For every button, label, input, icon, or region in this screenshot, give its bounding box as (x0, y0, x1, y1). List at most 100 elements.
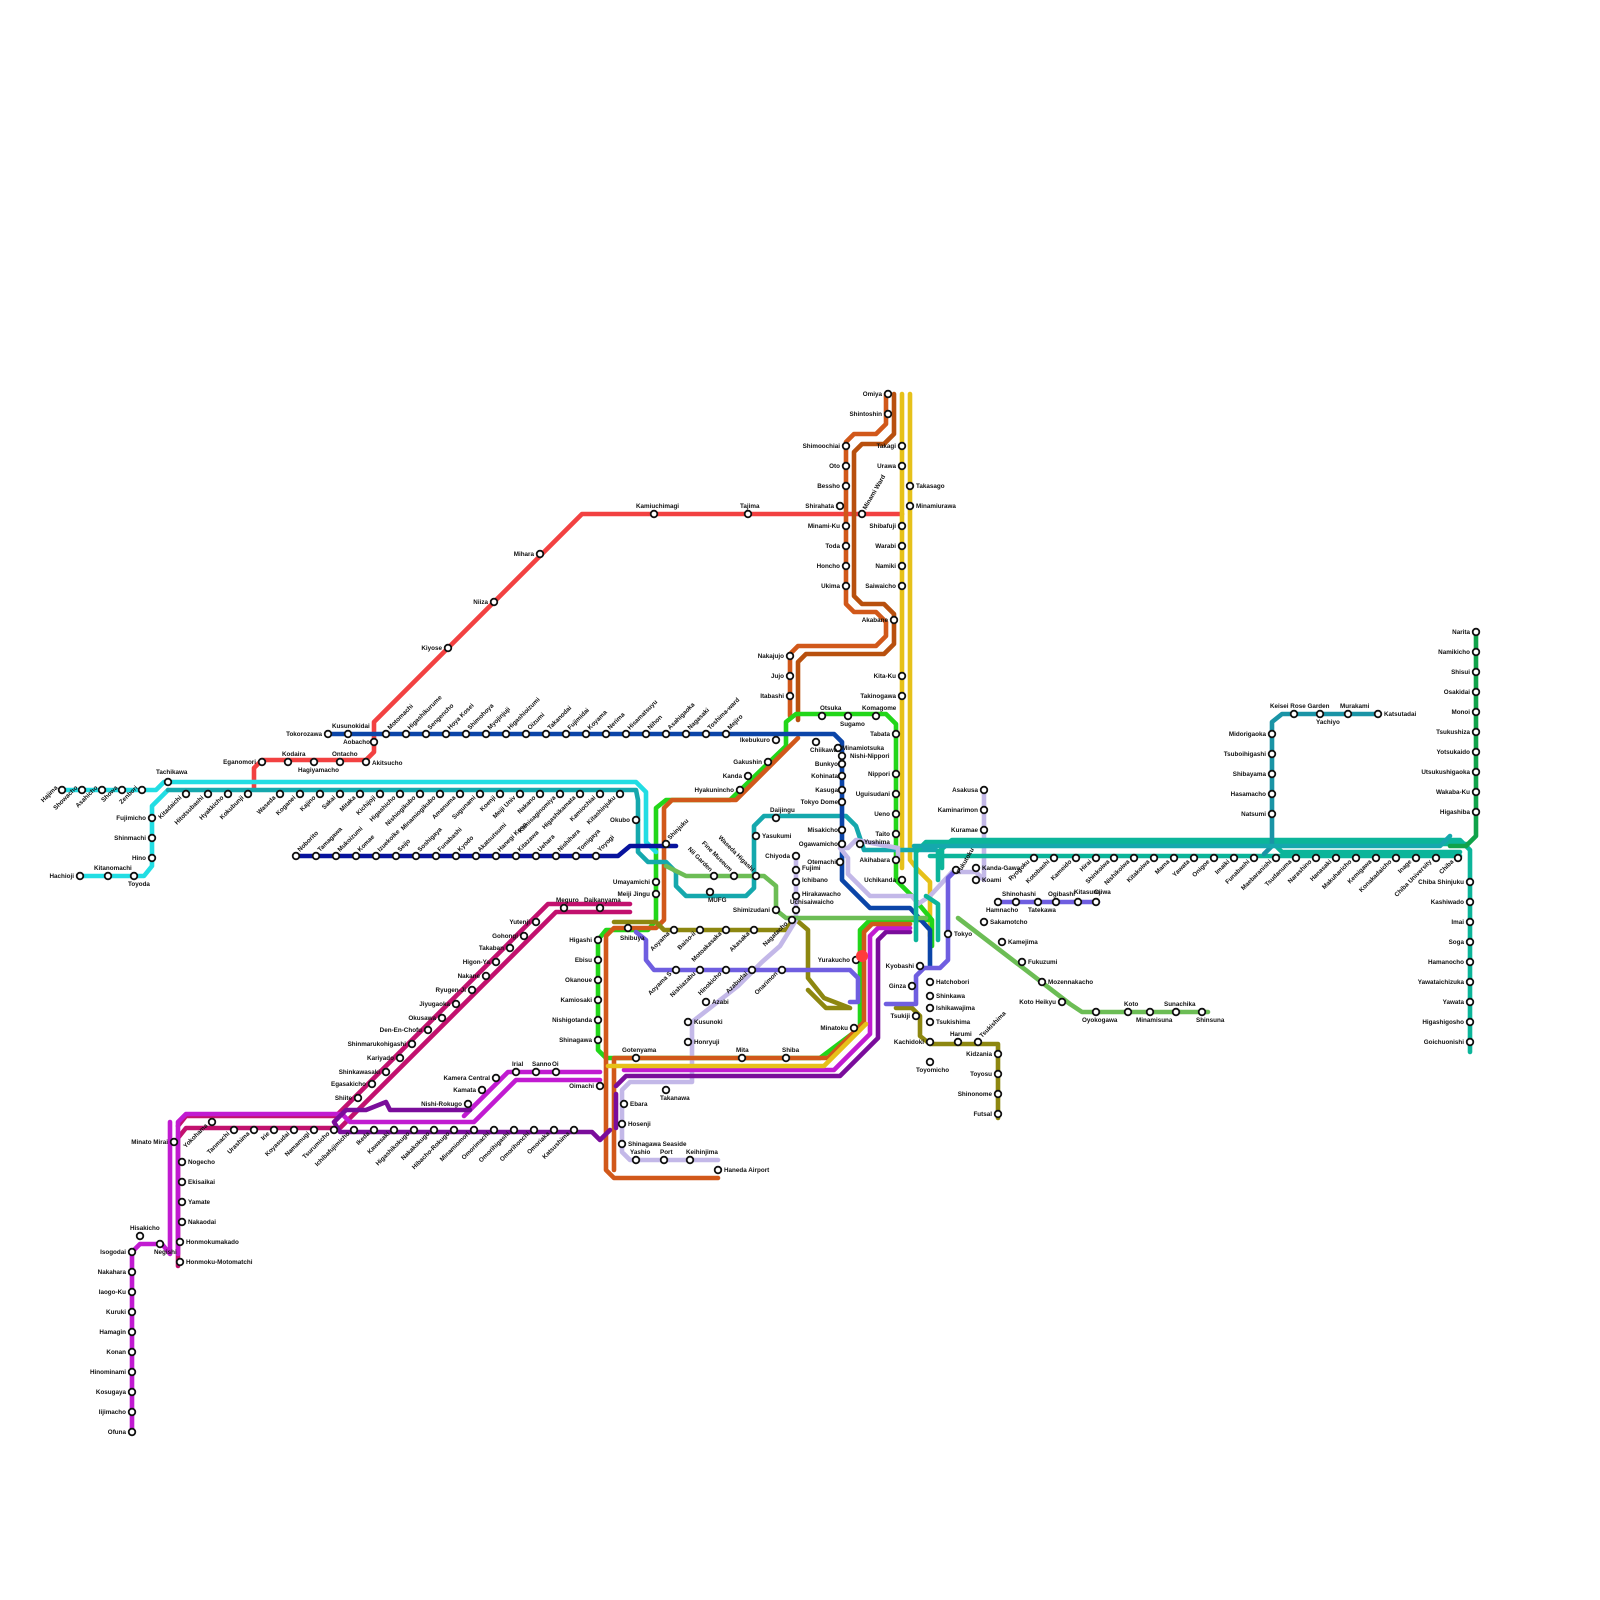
station-marker[interactable] (331, 851, 341, 861)
station-marker[interactable] (837, 751, 847, 761)
station-marker[interactable] (559, 903, 569, 913)
station-marker[interactable] (147, 853, 157, 863)
station-marker[interactable] (747, 965, 757, 975)
station-marker[interactable] (155, 1239, 165, 1249)
station-marker[interactable] (1197, 1007, 1207, 1017)
station-marker[interactable] (721, 925, 731, 935)
station-marker[interactable] (551, 1067, 561, 1077)
station-marker[interactable] (531, 851, 541, 861)
station-marker[interactable] (993, 1069, 1003, 1079)
station-marker[interactable] (1471, 647, 1481, 657)
station-marker[interactable] (77, 785, 87, 795)
station-marker[interactable] (371, 851, 381, 861)
station-marker[interactable] (471, 851, 481, 861)
station-marker[interactable] (1431, 853, 1441, 863)
station-marker[interactable] (1071, 853, 1081, 863)
station-marker[interactable] (1149, 853, 1159, 863)
station-marker[interactable] (223, 789, 233, 799)
station-marker[interactable] (1311, 853, 1321, 863)
station-marker[interactable] (891, 789, 901, 799)
station-marker[interactable] (1017, 957, 1027, 967)
station-marker[interactable] (1471, 707, 1481, 717)
station-marker[interactable] (535, 789, 545, 799)
station-marker[interactable] (1129, 853, 1139, 863)
station-marker[interactable] (103, 871, 113, 881)
station-marker[interactable] (343, 729, 353, 739)
station-marker[interactable] (481, 971, 491, 981)
station-marker[interactable] (997, 937, 1007, 947)
station-marker[interactable] (681, 729, 691, 739)
station-marker[interactable] (695, 965, 705, 975)
station-marker[interactable] (1343, 709, 1353, 719)
station-marker[interactable] (891, 855, 901, 865)
station-marker[interactable] (771, 905, 781, 915)
station-marker[interactable] (1315, 709, 1325, 719)
station-marker[interactable] (177, 1157, 187, 1167)
station-marker[interactable] (1465, 1017, 1475, 1027)
station-marker[interactable] (897, 441, 907, 451)
station-marker[interactable] (621, 729, 631, 739)
station-marker[interactable] (737, 1053, 747, 1063)
station-marker[interactable] (75, 871, 85, 881)
station-marker[interactable] (897, 541, 907, 551)
station-marker[interactable] (1073, 897, 1083, 907)
station-marker[interactable] (147, 833, 157, 843)
station-marker[interactable] (787, 915, 797, 925)
station-marker[interactable] (671, 965, 681, 975)
station-marker[interactable] (127, 1387, 137, 1397)
station-marker[interactable] (469, 1125, 479, 1135)
station-marker[interactable] (891, 769, 901, 779)
station-marker[interactable] (127, 1267, 137, 1277)
station-marker[interactable] (1465, 997, 1475, 1007)
station-marker[interactable] (1091, 1007, 1101, 1017)
station-marker[interactable] (1471, 687, 1481, 697)
station-marker[interactable] (601, 729, 611, 739)
station-marker[interactable] (489, 597, 499, 607)
station-marker[interactable] (1465, 957, 1475, 967)
station-marker[interactable] (817, 711, 827, 721)
station-marker[interactable] (871, 711, 881, 721)
station-marker[interactable] (175, 1257, 185, 1267)
station-marker[interactable] (381, 1067, 391, 1077)
station-marker[interactable] (1471, 787, 1481, 797)
station-marker[interactable] (701, 997, 711, 1007)
station-marker[interactable] (1465, 1037, 1475, 1047)
station-marker[interactable] (1249, 853, 1259, 863)
station-marker[interactable] (743, 771, 753, 781)
station-marker[interactable] (683, 1017, 693, 1027)
station-marker[interactable] (617, 1119, 627, 1129)
station-marker[interactable] (729, 871, 739, 881)
station-marker[interactable] (777, 965, 787, 975)
station-marker[interactable] (855, 839, 865, 849)
station-marker[interactable] (1033, 897, 1043, 907)
station-marker[interactable] (785, 671, 795, 681)
station-marker[interactable] (395, 789, 405, 799)
station-marker[interactable] (369, 737, 379, 747)
station-marker[interactable] (555, 789, 565, 799)
station-marker[interactable] (353, 1093, 363, 1103)
station-marker[interactable] (57, 785, 67, 795)
station-marker[interactable] (897, 561, 907, 571)
station-marker[interactable] (389, 1125, 399, 1135)
station-marker[interactable] (1267, 729, 1277, 739)
station-marker[interactable] (411, 851, 421, 861)
station-marker[interactable] (369, 1125, 379, 1135)
station-marker[interactable] (705, 887, 715, 897)
station-marker[interactable] (249, 1125, 259, 1135)
station-marker[interactable] (127, 1367, 137, 1377)
station-marker[interactable] (1465, 937, 1475, 947)
station-marker[interactable] (993, 1109, 1003, 1119)
station-marker[interactable] (1465, 977, 1475, 987)
station-marker[interactable] (925, 1003, 935, 1013)
station-marker[interactable] (841, 441, 851, 451)
station-marker[interactable] (1289, 709, 1299, 719)
station-marker[interactable] (177, 1197, 187, 1207)
station-marker[interactable] (511, 851, 521, 861)
station-marker[interactable] (175, 1237, 185, 1247)
station-marker[interactable] (925, 1017, 935, 1027)
station-marker[interactable] (781, 1053, 791, 1063)
station-marker[interactable] (551, 851, 561, 861)
station-marker[interactable] (315, 789, 325, 799)
station-marker[interactable] (509, 1125, 519, 1135)
station-marker[interactable] (971, 875, 981, 885)
